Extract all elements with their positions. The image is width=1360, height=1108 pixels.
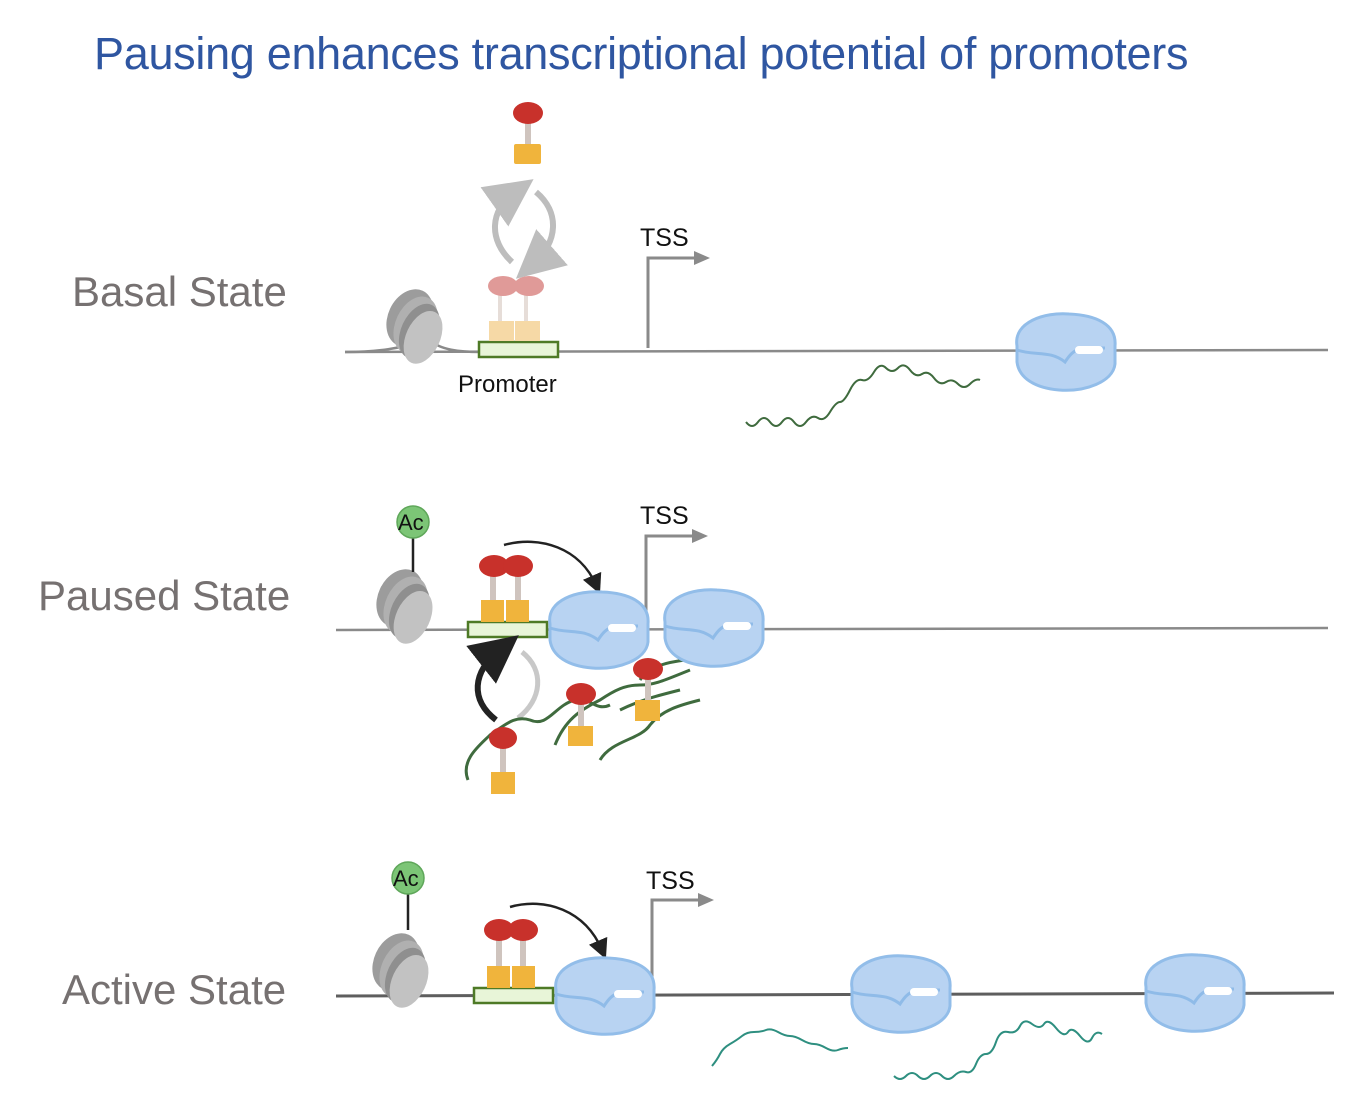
promoter-box [477,340,560,359]
basal-state-panel: Promoter TSS [344,102,1329,427]
paused-polymerase-icon [548,590,650,670]
tss-arrow [650,898,700,992]
nucleosome-icon [377,281,451,370]
rna-bound-factor [489,727,517,794]
recycle-arrow-black [466,635,519,723]
nucleosome-icon [367,561,441,650]
promoter-box [466,620,549,639]
diagram-title: Pausing enhances transcriptional potenti… [94,28,1189,79]
tss-arrow [644,534,694,626]
paused-state-label: Paused State [38,572,291,619]
engaged-polymerase-icon [554,956,656,1036]
rna-polymerase-icon [663,588,765,668]
paused-state-panel: Ac TSS [335,502,1329,794]
bound-factor-pair [484,919,538,988]
rna-bound-factor [566,683,596,746]
nucleosome-icon [363,925,437,1014]
basal-state-label: Basal State [72,268,287,315]
rna-bound-factor [633,658,663,721]
bound-factor-pair [479,555,533,622]
promoter-label: Promoter [458,371,557,398]
tss-label: TSS [640,224,689,252]
active-state-label: Active State [62,966,287,1013]
recruit-arrow [509,902,608,960]
free-factor [513,102,543,164]
rna-transcript [745,364,981,427]
recruit-arrow [503,540,602,595]
exchange-arrow-down [515,189,568,279]
acetyl-mark-icon [396,505,430,539]
acetyl-label: Ac [393,866,419,891]
tss-label: TSS [640,502,689,530]
promoter-box [472,986,555,1005]
rna-polymerase-icon [850,954,952,1034]
acetyl-label: Ac [398,510,424,535]
tss-arrow [646,256,696,348]
exchange-arrow-up [480,179,534,265]
faded-factor-pair [488,276,544,341]
rna-polymerase-icon [1015,312,1117,392]
acetyl-mark-icon [391,861,425,895]
recycle-arrow-gray [516,650,541,720]
rna-transcripts [711,1020,1103,1080]
active-state-panel: Ac TSS [335,861,1335,1080]
tss-label: TSS [646,867,695,895]
rna-polymerase-icon [1144,953,1246,1033]
